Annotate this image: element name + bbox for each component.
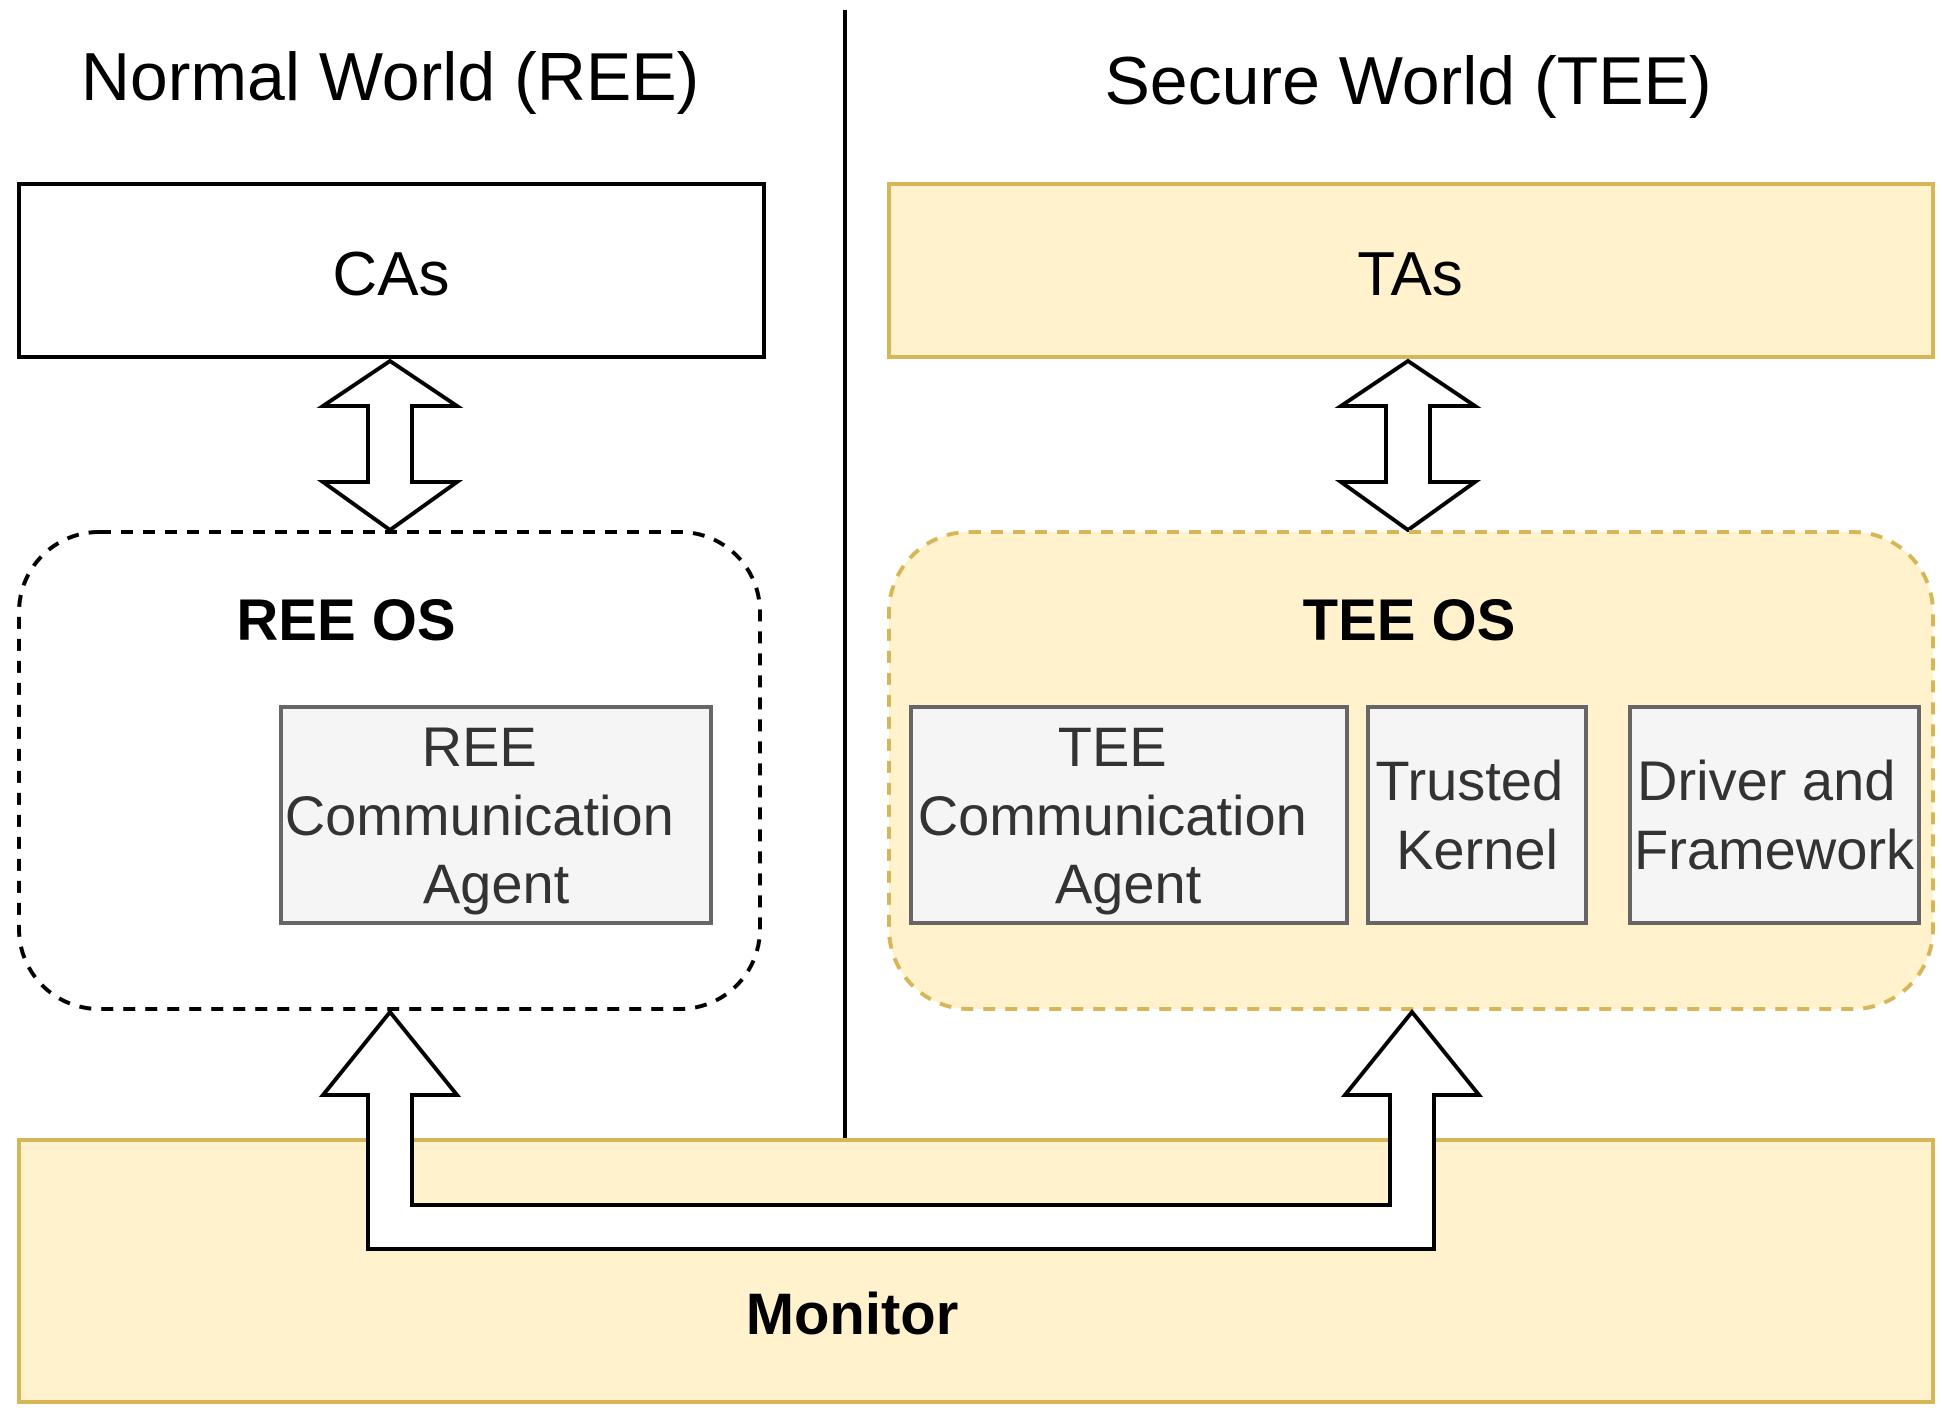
tee-communication-agent-box [909,705,1349,925]
ree-os-label: REE OS [236,588,455,653]
tas-label: TAs [1357,240,1463,309]
tee-communication-agent-label: TEE Communication Agent [918,715,1323,915]
tas-box [887,182,1935,359]
cas-box [17,182,766,359]
trusted-kernel-box [1366,705,1588,925]
secure-world-title: Secure World (TEE) [1104,43,1711,119]
cas-ree-os-double-arrow [316,358,464,533]
monitor-box [17,1138,1935,1404]
tas-tee-os-double-arrow [1334,358,1482,533]
trusted-kernel-label: Trusted Kernel [1375,749,1578,881]
cas-label: CAs [332,240,449,309]
normal-world-title: Normal World (REE) [81,39,699,115]
driver-framework-label: Driver and Framework [1634,749,1915,881]
monitor-label: Monitor [746,1282,959,1347]
ree-communication-agent-box [279,705,713,925]
tee-os-label: TEE OS [1303,588,1516,653]
driver-framework-box [1628,705,1921,925]
ree-communication-agent-label: REE Communication Agent [285,715,690,915]
monitor-bridge-arrow [318,1008,1484,1251]
